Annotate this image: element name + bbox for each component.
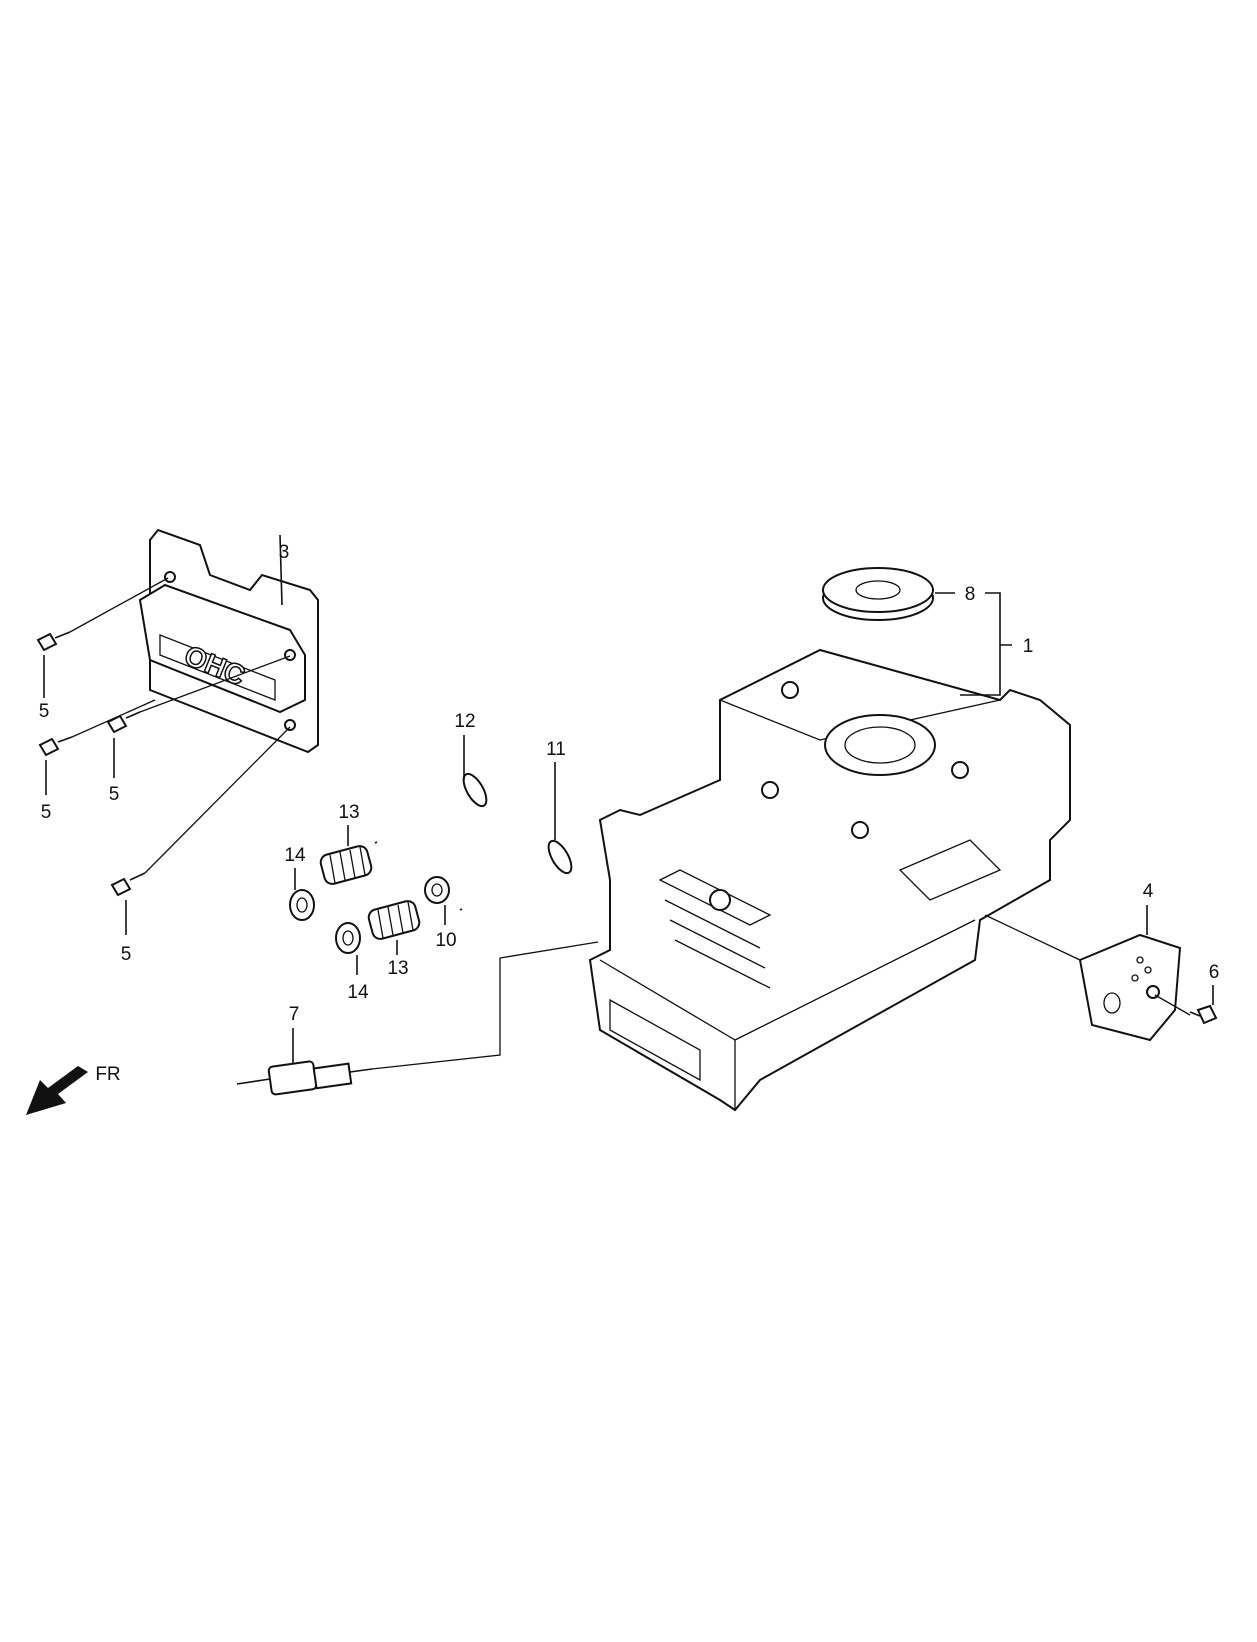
valve-stem-seal-10[interactable] xyxy=(424,876,450,904)
valve-spring-13[interactable] xyxy=(319,844,373,885)
front-direction-label: FR xyxy=(95,1064,120,1085)
front-direction-arrow-icon xyxy=(26,1066,88,1115)
callout-13: 13 xyxy=(338,802,359,823)
bolt-6[interactable] xyxy=(1189,1004,1218,1025)
cylinder-block[interactable] xyxy=(588,648,1071,1112)
valve-12[interactable] xyxy=(374,770,491,844)
callout-11: 11 xyxy=(546,739,566,760)
spark-plug-8[interactable] xyxy=(236,1060,373,1096)
callout-14: 14 xyxy=(347,982,369,1003)
bolt-5[interactable] xyxy=(106,711,141,734)
callout-13: 13 xyxy=(387,958,408,979)
callout-5: 5 xyxy=(109,784,120,805)
bolt-5[interactable] xyxy=(38,736,73,757)
callout-5: 5 xyxy=(121,944,132,965)
callout-6: 6 xyxy=(1209,962,1220,983)
breather-plate-4[interactable] xyxy=(1078,933,1182,1042)
callout-1: 1 xyxy=(1023,636,1034,657)
valve-spring-13[interactable] xyxy=(367,899,421,940)
cylinder-head-cover[interactable]: OHC xyxy=(138,528,319,754)
bolt-5[interactable] xyxy=(36,631,71,652)
bolt-5[interactable] xyxy=(110,872,146,897)
callout-5: 5 xyxy=(39,701,50,722)
callout-12: 12 xyxy=(454,711,475,732)
callout-14: 14 xyxy=(284,845,306,866)
oil-seal-7[interactable] xyxy=(822,567,934,621)
callout-4: 4 xyxy=(1143,881,1154,902)
callout-8: 7 xyxy=(289,1004,300,1025)
valve-11[interactable] xyxy=(459,837,576,911)
callout-10: 10 xyxy=(435,930,456,951)
callout-7: 8 xyxy=(965,584,976,605)
callout-5: 5 xyxy=(41,802,52,823)
callout-3: 3 xyxy=(279,542,290,563)
spring-retainer-14[interactable] xyxy=(289,889,315,921)
spring-retainer-14[interactable] xyxy=(335,922,361,954)
